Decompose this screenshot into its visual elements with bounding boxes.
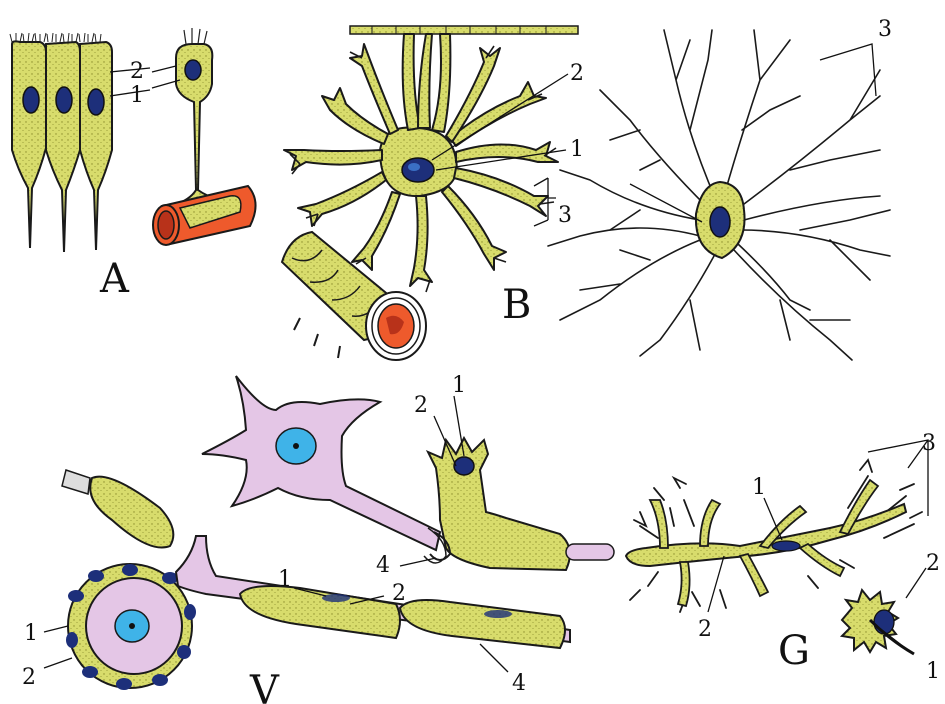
- blood-vessel: [282, 232, 426, 360]
- label-a-1: 1: [130, 83, 144, 108]
- panel-label-a: A: [99, 256, 130, 302]
- nucleus: [185, 60, 201, 80]
- label-g-1: 1: [752, 475, 766, 500]
- panel-label-b: B: [502, 282, 531, 328]
- nucleus: [402, 158, 434, 182]
- cilia: [10, 33, 101, 42]
- label-g-2-right: 2: [926, 551, 940, 576]
- label-v-1-top: 1: [452, 373, 466, 398]
- myelin-segment: [240, 586, 400, 638]
- myelin-segment: [400, 600, 565, 648]
- satellite-cluster: [66, 564, 196, 690]
- nucleus: [56, 87, 72, 113]
- panel-label-v: V: [249, 668, 280, 704]
- panel-fibrous-astrocyte: 3: [548, 17, 892, 360]
- label-v-1-left: 1: [24, 621, 38, 646]
- panel-b-protoplasmic-astrocyte: 2 1 3 B: [282, 26, 584, 360]
- nucleus: [710, 207, 730, 237]
- label-v-2-mid: 2: [392, 581, 406, 606]
- nucleus: [23, 87, 39, 113]
- label-b-1: 1: [570, 137, 584, 162]
- neuron: [202, 376, 440, 550]
- label-g-1-right: 1: [926, 659, 940, 684]
- tanycyte: [172, 28, 230, 214]
- panel-g-microglia: 3 1 2 2 1 G: [626, 431, 940, 684]
- pia-surface: [350, 26, 578, 34]
- label-v-2-left: 2: [22, 665, 36, 690]
- label-a-2: 2: [130, 59, 144, 84]
- ependymal-cell: [80, 42, 112, 250]
- label-g-3: 3: [922, 431, 936, 456]
- ependymal-cell: [46, 42, 80, 252]
- panel-a-ependymal-cells: 2 1 A: [10, 28, 256, 302]
- nucleus: [772, 541, 800, 551]
- label-v-2-top: 2: [414, 393, 428, 418]
- label-v-4-bottom: 4: [512, 671, 526, 696]
- label-b2-3: 3: [878, 17, 892, 42]
- label-v-1-mid: 1: [278, 567, 292, 592]
- label-b-2: 2: [570, 61, 584, 86]
- panel-label-g: G: [778, 628, 810, 674]
- nucleus: [88, 89, 104, 115]
- ependymal-cell: [12, 41, 46, 248]
- myelin-segment: [62, 470, 173, 548]
- label-g-2: 2: [698, 617, 712, 642]
- label-v-4-right: 4: [376, 553, 390, 578]
- panel-v-oligodendroglia: 1 2 4: [22, 373, 614, 704]
- label-b-3: 3: [558, 203, 572, 228]
